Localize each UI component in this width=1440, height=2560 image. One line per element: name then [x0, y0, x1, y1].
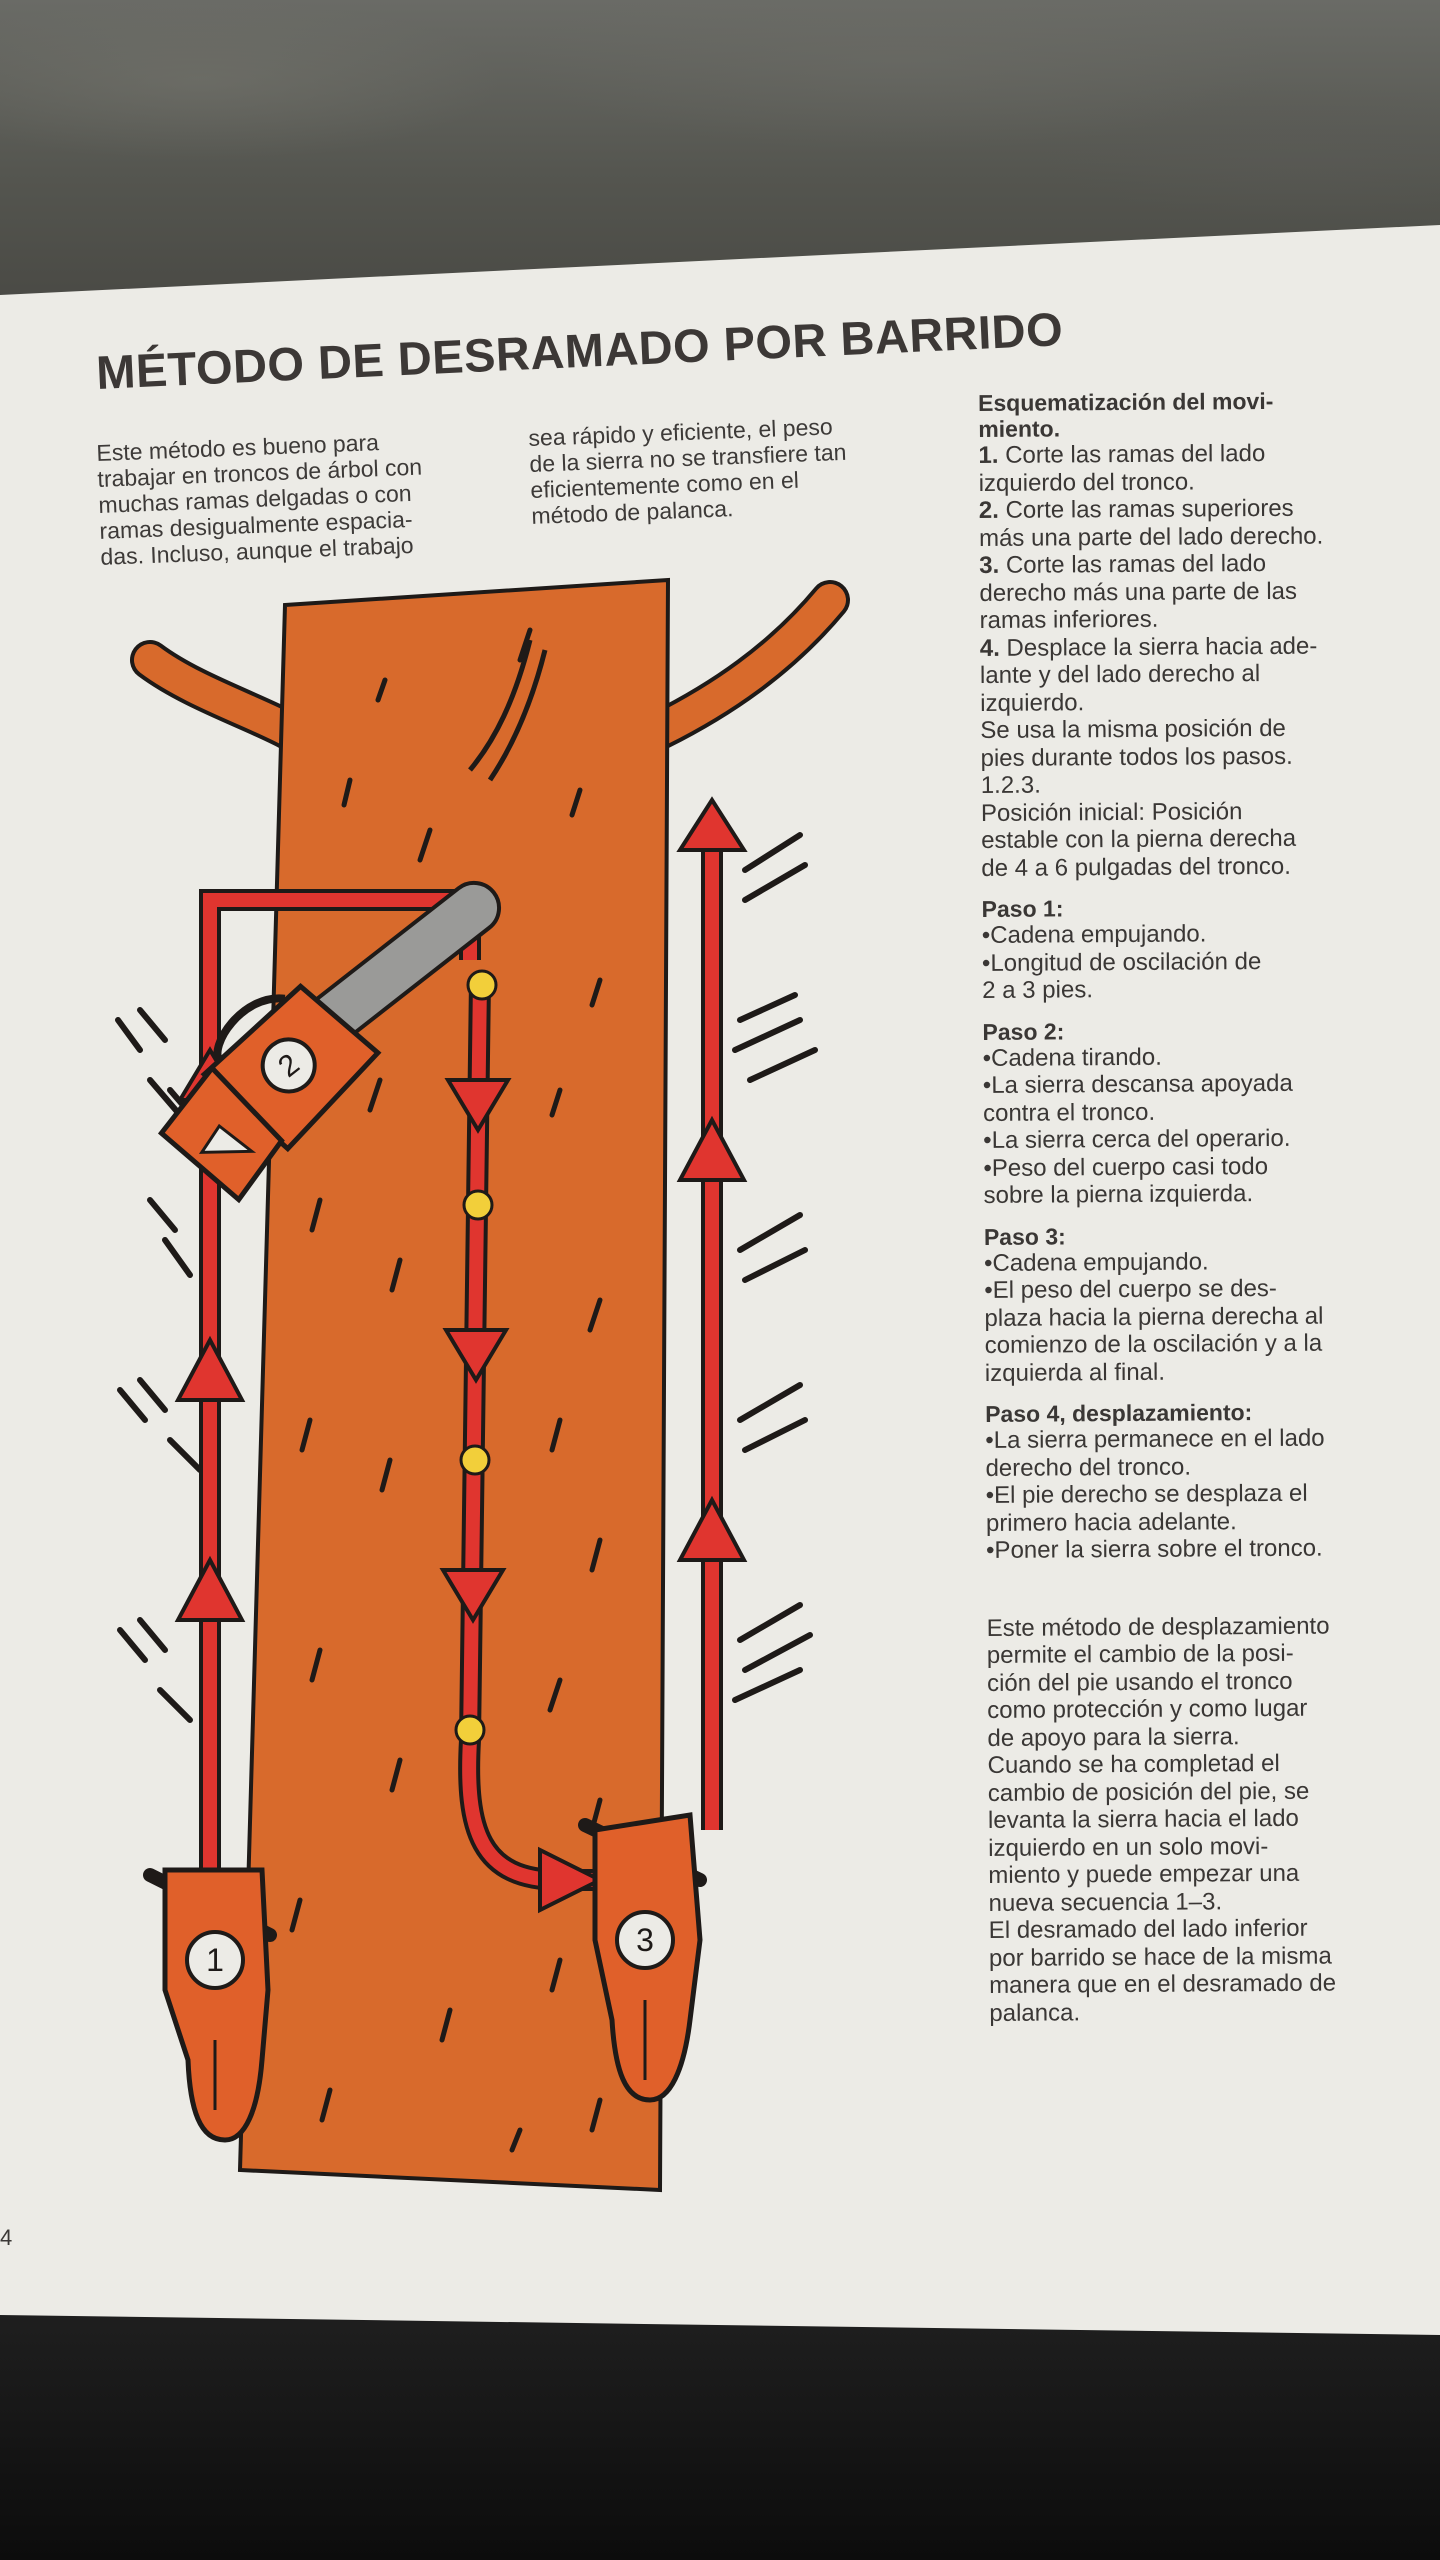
scheme-column: Esquematización del movi- miento. 1. Cor…	[978, 387, 1429, 2027]
paso-item: Cadena tirando.	[983, 1041, 1423, 1072]
scheme-heading: Esquematización del movi- miento.	[978, 387, 1274, 442]
paso-2: Paso 2: Cadena tirando. La sierra descan…	[982, 1015, 1423, 1209]
paso-title: Paso 4, desplazamiento:	[985, 1399, 1253, 1427]
paso-item: La sierra cerca del operario.	[983, 1124, 1423, 1155]
scheme-note: Se usa la misma posición de pies durante…	[980, 714, 1297, 882]
chainsaw-3: 3	[578, 1812, 707, 2103]
center-motion-path	[439, 969, 605, 1914]
scheme-step-3: 3. Corte las ramas del lado derecho más …	[979, 549, 1420, 635]
paso-3: Paso 3: Cadena empujando. El peso del cu…	[984, 1220, 1425, 1387]
paso-title: Paso 2:	[982, 1017, 1065, 1045]
paso-item: El pie derecho se desplaza el primero ha…	[986, 1479, 1426, 1537]
paso-item: El peso del cuerpo se des- plaza hacia l…	[984, 1274, 1425, 1387]
paso-item: Cadena empujando.	[982, 919, 1422, 950]
paso-item: La sierra permanece en el lado derecho d…	[985, 1424, 1425, 1482]
paso-item: La sierra descansa apoyada contra el tro…	[983, 1069, 1423, 1127]
saw-1-label: 1	[206, 1942, 224, 1978]
closing-paragraph: Este método de desplazamiento permite el…	[986, 1612, 1337, 2027]
background-shadow	[0, 2300, 1440, 2560]
paso-title: Paso 1:	[981, 895, 1064, 922]
paso-item: Poner la sierra sobre el tronco.	[986, 1534, 1426, 1565]
paso-item: Cadena empujando.	[984, 1246, 1424, 1277]
step-text: Corte las ramas superiores más una parte…	[978, 494, 1324, 552]
step-number: 2.	[978, 496, 999, 524]
chainsaw-2: 2	[157, 880, 502, 1204]
step-text: Corte las ramas del lado derecho más una…	[979, 549, 1298, 634]
scheme-step-1: 1. Corte las ramas del lado izquierdo de…	[978, 439, 1418, 497]
paso-1: Paso 1: Cadena empujando. Longitud de os…	[982, 893, 1423, 1005]
step-text: Corte las ramas del lado izquierdo del t…	[978, 439, 1266, 497]
right-motion-path	[676, 796, 748, 1830]
saw-3-label: 3	[636, 1922, 654, 1958]
bark-grain	[468, 639, 533, 772]
paso-4: Paso 4, desplazamiento: La sierra perman…	[985, 1398, 1426, 1565]
chainsaw-1: 1	[143, 1867, 277, 2143]
step-number: 3.	[979, 551, 1000, 579]
left-motion-lines	[115, 1007, 203, 1723]
right-motion-lines	[732, 832, 818, 1703]
step-number: 4.	[979, 634, 1000, 662]
scheme-step-4: 4. Desplace la sierra hacia ade- lante y…	[980, 631, 1421, 717]
step-number: 1.	[978, 441, 999, 469]
step-text: Desplace la sierra hacia ade- lante y de…	[979, 632, 1318, 717]
paso-title: Paso 3:	[983, 1222, 1066, 1250]
paso-item: Longitud de oscilación de 2 a 3 pies.	[982, 946, 1422, 1004]
scheme-step-2: 2. Corte las ramas superiores más una pa…	[979, 494, 1419, 552]
paso-item: Peso del cuerpo casi todo sobre la piern…	[983, 1151, 1423, 1209]
page-number: 4	[0, 2225, 13, 2250]
